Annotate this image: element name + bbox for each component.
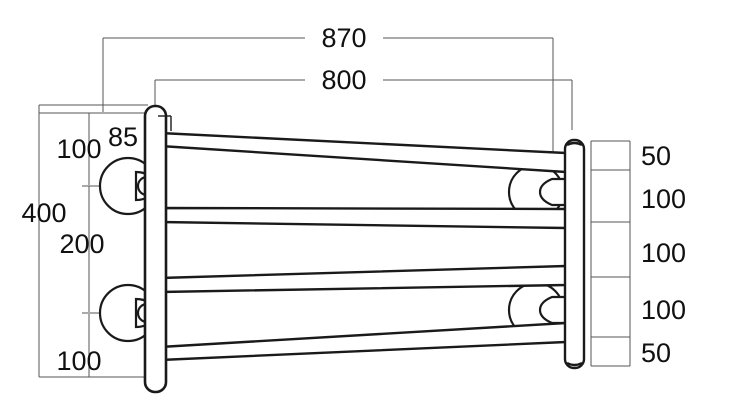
dimension-label-left-100-lower: 100 — [56, 346, 101, 376]
dimension-label-right-100-c: 100 — [641, 295, 686, 325]
wall-bracket-right-upper — [507, 163, 572, 221]
dimension-total-height-400: 400 — [21, 105, 148, 378]
dimension-label-870: 870 — [321, 23, 366, 53]
dimension-bar-width-800: 800 — [154, 65, 573, 130]
dimension-label-right-50-bottom: 50 — [641, 338, 671, 368]
dimension-label-right-100-b: 100 — [641, 238, 686, 268]
left-vertical-post — [143, 104, 172, 394]
right-post-body — [563, 138, 586, 370]
dimension-ladder-right: 50 100 100 100 50 — [590, 140, 686, 368]
wall-bracket-group — [98, 156, 572, 343]
dimension-label-right-100-a: 100 — [641, 184, 686, 214]
dimension-label-left-100-upper: 100 — [56, 134, 101, 164]
dimension-label-left-200: 200 — [59, 229, 104, 259]
dimension-label-400: 400 — [21, 198, 66, 228]
right-post-top-cap-icon — [566, 141, 583, 147]
dimension-chain-left: 100 200 100 — [56, 112, 148, 377]
dimension-overall-width-870: 870 — [102, 23, 554, 162]
bracket-collar-icon — [538, 177, 572, 207]
dimension-label-85: 85 — [108, 122, 138, 152]
dimension-label-right-50-top: 50 — [641, 141, 671, 171]
right-vertical-post — [563, 138, 586, 370]
dimension-post-offset-85: 85 — [39, 104, 148, 152]
left-post-body — [143, 104, 168, 394]
dimension-label-800: 800 — [321, 65, 366, 95]
right-post-bottom-cap-icon — [566, 361, 583, 367]
